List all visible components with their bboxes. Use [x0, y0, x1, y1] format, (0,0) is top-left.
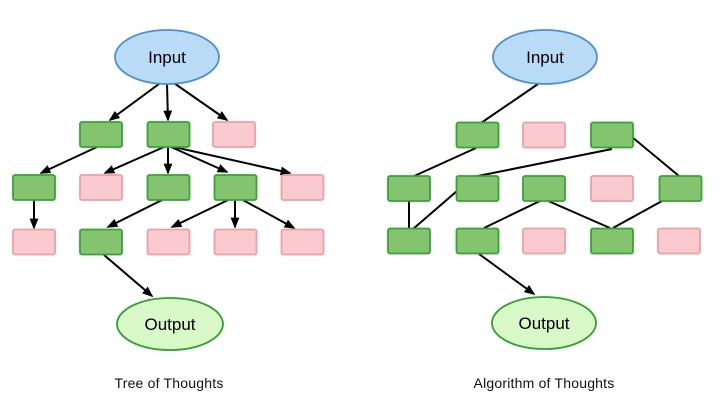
node-aot-r2e-accepted — [658, 175, 703, 202]
edge-tot-input-to-tot-r1b — [163, 83, 173, 122]
node-tot-r3d-rejected — [213, 228, 258, 256]
edge-tot-input-to-tot-r1c — [170, 80, 229, 121]
caption-tree-of-thoughts: Tree of Thoughts — [114, 375, 224, 391]
label-tot-output: Output — [144, 315, 195, 334]
edge-tot-r1a-to-tot-r2a — [39, 146, 98, 174]
edge-aot-r3b-to-aot-output — [478, 253, 536, 295]
edge-aot-r1a-to-aot-r2a — [411, 147, 477, 178]
edge-tot-r3b-to-tot-output — [103, 254, 154, 298]
caption-algorithm-of-thoughts: Algorithm of Thoughts — [473, 375, 615, 391]
label-aot-output: Output — [518, 314, 569, 333]
node-aot-r2d-rejected — [590, 175, 634, 202]
edge-tot-r1b-to-tot-r2e — [173, 146, 292, 176]
node-tot-r1b-accepted — [146, 121, 191, 148]
node-aot-r3c-rejected — [522, 227, 566, 255]
node-aot-output-output — [491, 296, 597, 350]
label-tot-input: Input — [148, 48, 186, 67]
node-tot-r3a-rejected — [12, 228, 56, 256]
label-aot-input: Input — [526, 48, 564, 67]
node-tot-r3e-rejected — [280, 228, 325, 256]
node-tot-input-input — [114, 29, 220, 85]
node-tot-r2e-rejected — [280, 174, 325, 201]
node-tot-r2d-accepted — [213, 174, 258, 201]
node-tot-r2a-accepted — [12, 174, 56, 201]
edge-tot-r2d-to-tot-r3e — [242, 199, 296, 229]
node-aot-r3b-accepted — [455, 227, 500, 255]
edge-tot-r2c-to-tot-r3b — [106, 199, 163, 228]
node-aot-input-input — [492, 29, 598, 85]
edge-aot-r2e-to-aot-r3d — [612, 200, 663, 229]
node-tot-r2c-accepted — [146, 174, 191, 201]
node-aot-r1a-accepted — [455, 121, 500, 149]
node-aot-r3d-accepted — [590, 227, 634, 255]
edge-tot-r1b-to-tot-r2d — [170, 146, 229, 173]
node-aot-r3a-accepted — [387, 227, 431, 255]
node-aot-r3e-rejected — [657, 227, 701, 255]
edge-aot-r1c-to-aot-r2e — [631, 136, 680, 177]
node-tot-r1c-rejected — [212, 121, 256, 148]
edge-aot-r2b-to-aot-r1c — [472, 148, 613, 178]
edge-aot-r3a-to-aot-r2b — [412, 190, 458, 230]
node-tot-output-output — [116, 297, 224, 351]
edge-tot-input-to-tot-r1a — [108, 80, 164, 121]
node-aot-r2b-accepted — [455, 175, 500, 202]
edge-aot-r3d-to-aot-r2c — [545, 199, 611, 229]
node-aot-r1b-rejected — [522, 121, 566, 149]
node-tot-r1a-accepted — [79, 121, 123, 148]
edge-tot-r1b-to-tot-r2b — [103, 146, 165, 174]
node-aot-r1c-accepted — [590, 121, 634, 149]
node-tot-r3c-rejected — [146, 228, 191, 256]
node-aot-r2a-accepted — [387, 175, 431, 202]
edge-aot-r2c-to-aot-r3b — [483, 199, 543, 229]
edge-tot-r2d-to-tot-r3c — [170, 199, 229, 228]
node-tot-r3b-accepted — [79, 228, 123, 256]
node-aot-r2c-accepted — [522, 175, 566, 202]
edge-aot-input-to-aot-r1a — [480, 83, 539, 124]
node-tot-r2b-rejected — [79, 174, 123, 201]
